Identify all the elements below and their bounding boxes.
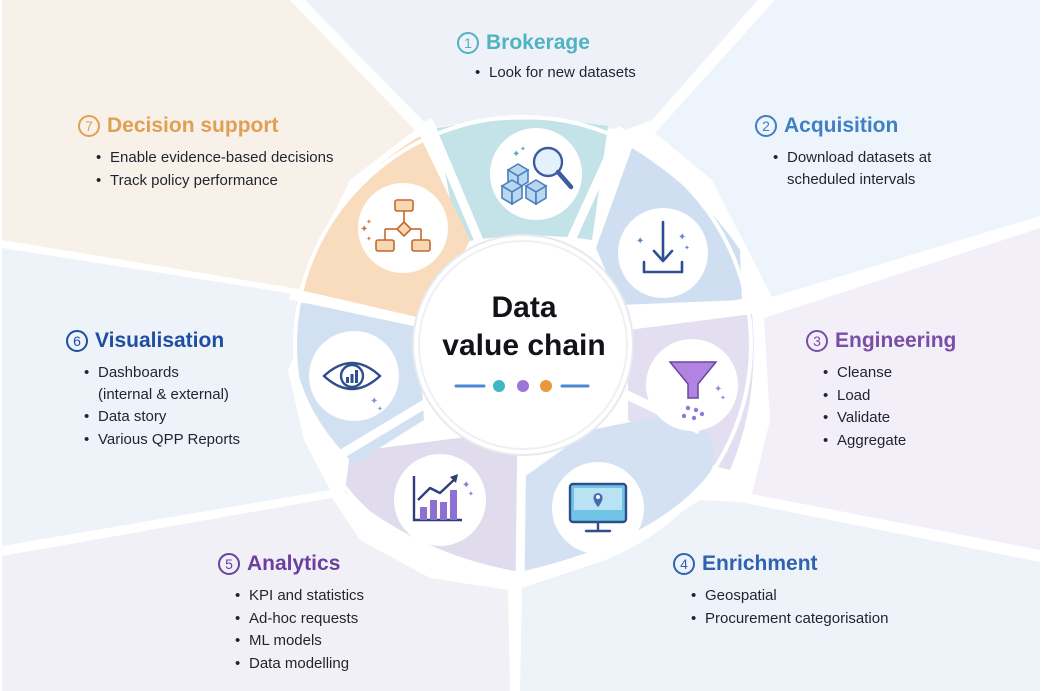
bar-chart-trend-icon [412, 474, 462, 522]
bullet-item: Various QPP Reports [84, 429, 240, 452]
stage-title: 6 Visualisation [66, 329, 240, 353]
stage-bullets: Look for new datasets [475, 62, 636, 85]
stage-bullets: Dashboards (internal & external) Data st… [84, 362, 240, 451]
step-number-badge: 6 [66, 330, 88, 352]
bullet-item: Aggregate [823, 430, 956, 453]
stage-title-text: Enrichment [702, 552, 818, 575]
step-number-badge: 3 [806, 330, 828, 352]
bullet-item: Load [823, 385, 956, 408]
bullet-item: Look for new datasets [475, 62, 636, 85]
step-number-badge: 2 [755, 115, 777, 137]
stage-title-text: Analytics [247, 552, 341, 575]
stage-title: 2 Acquisition [755, 114, 931, 138]
step-number-badge: 4 [673, 553, 695, 575]
center-dot-teal [493, 380, 505, 392]
center-title-line1: Data [491, 291, 557, 324]
stage-enrichment: 4 Enrichment Geospatial Procurement cate… [673, 552, 888, 630]
bullet-item: ML models [235, 630, 364, 653]
bullet-item: Dashboards [84, 362, 240, 385]
bullet-item: KPI and statistics [235, 585, 364, 608]
panel-visualisation [2, 248, 330, 546]
download-tray-icon [642, 220, 684, 274]
stage-title: 4 Enrichment [673, 552, 888, 576]
svg-text:✦: ✦ [377, 405, 383, 413]
stage-title: 3 Engineering [806, 329, 956, 353]
stage-bullets: Cleanse Load Validate Aggregate [823, 362, 956, 452]
stage-title-text: Decision support [107, 114, 279, 137]
svg-text:✦: ✦ [678, 232, 686, 243]
stage-brokerage: 1 Brokerage Look for new datasets [457, 31, 636, 85]
step-number-badge: 5 [218, 553, 240, 575]
stage-title: 5 Analytics [218, 552, 364, 576]
svg-text:✦: ✦ [714, 384, 722, 395]
stage-analytics: 5 Analytics KPI and statistics Ad-hoc re… [218, 552, 364, 675]
bullet-item: Validate [823, 407, 956, 430]
svg-text:✦: ✦ [366, 235, 372, 243]
magnifier-cubes-icon [500, 146, 574, 206]
bullet-item: Download datasets at [773, 147, 931, 170]
monitor-map-pin-icon [568, 482, 628, 533]
stage-acquisition: 2 Acquisition Download datasets at sched… [755, 114, 931, 191]
svg-text:✦: ✦ [468, 490, 474, 498]
stage-title: 1 Brokerage [457, 31, 636, 55]
funnel-icon [668, 361, 718, 421]
svg-text:✦: ✦ [366, 218, 372, 226]
flowchart-icon [375, 199, 431, 252]
svg-text:✦: ✦ [684, 244, 690, 252]
stage-title-text: Engineering [835, 329, 957, 352]
stage-visualisation: 6 Visualisation Dashboards (internal & e… [66, 329, 240, 451]
stage-title: 7 Decision support [78, 114, 333, 138]
svg-text:✦: ✦ [636, 236, 644, 247]
step-number-badge: 7 [78, 115, 100, 137]
bullet-item-continued: (internal & external) [98, 385, 229, 403]
stage-title-text: Brokerage [486, 31, 590, 54]
svg-text:✦: ✦ [370, 396, 378, 407]
stage-engineering: 3 Engineering Cleanse Load Validate Aggr… [806, 329, 956, 452]
bullet-item: Data story [84, 406, 240, 429]
svg-text:✦: ✦ [520, 145, 526, 153]
bullet-item: Geospatial [691, 585, 888, 608]
svg-text:✦: ✦ [360, 224, 368, 235]
center-title: Data value chain [420, 289, 628, 365]
stage-bullets: Enable evidence-based decisions Track po… [96, 147, 333, 192]
svg-text:✦: ✦ [512, 149, 520, 160]
center-dot-purple [517, 380, 529, 392]
bullet-item: Data modelling [235, 653, 364, 676]
stage-decision-support: 7 Decision support Enable evidence-based… [78, 114, 333, 192]
eye-chart-icon [322, 361, 382, 391]
stage-bullets: Download datasets at scheduled intervals [773, 147, 931, 191]
stage-title-text: Visualisation [95, 329, 225, 352]
bullet-item: Track policy performance [96, 170, 333, 193]
center-dot-orange [540, 380, 552, 392]
stage-bullets: Geospatial Procurement categorisation [691, 585, 888, 630]
panel-decision [2, 0, 415, 290]
stage-bullets: KPI and statistics Ad-hoc requests ML mo… [235, 585, 364, 675]
bullet-item: Cleanse [823, 362, 956, 385]
svg-text:✦: ✦ [720, 394, 726, 402]
svg-text:✦: ✦ [462, 480, 470, 491]
bullet-item: Ad-hoc requests [235, 608, 364, 631]
center-title-line2: value chain [442, 329, 606, 362]
bullet-item: Enable evidence-based decisions [96, 147, 333, 170]
step-number-badge: 1 [457, 32, 479, 54]
stage-title-text: Acquisition [784, 114, 899, 137]
bullet-item-continued: scheduled intervals [787, 170, 916, 188]
bullet-item: Procurement categorisation [691, 608, 888, 631]
